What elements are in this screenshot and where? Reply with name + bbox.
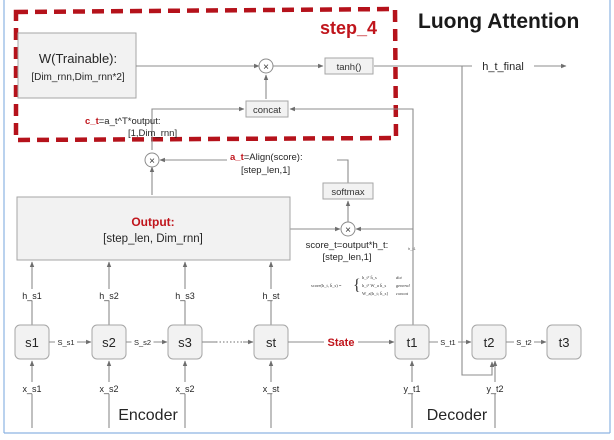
h-t-final-label: h_t_final [482, 61, 524, 73]
encoder-cell-label: s3 [178, 335, 192, 350]
encoder-output-box: Output: [step_len, Dim_rnn] [16, 196, 291, 261]
tanh-box: tanh() [324, 57, 374, 75]
score-shape: [step_len,1] [322, 252, 371, 263]
svg-text:softmax: softmax [331, 187, 365, 198]
encoder-label: Encoder [118, 407, 178, 424]
hidden-state-label: h_s3 [175, 291, 195, 301]
concat-box: concat [245, 100, 289, 118]
svg-text:×: × [345, 225, 351, 236]
weight-shape: [Dim_rnn,Dim_rnn*2] [31, 72, 125, 83]
svg-text:concat: concat [396, 291, 409, 296]
step-4-region [13, 6, 399, 143]
svg-text:general: general [396, 283, 410, 288]
svg-text:score(h_t, h̄_s) =: score(h_t, h̄_s) = [311, 283, 342, 289]
decoder-cell-label: t2 [484, 335, 495, 350]
outer-frame [3, 0, 611, 434]
svg-text:{: { [353, 277, 361, 294]
encoder-cell-label: s2 [102, 335, 116, 350]
output-shape: [step_len, Dim_rnn] [103, 233, 203, 245]
decoder-input-label: y_t1 [403, 384, 420, 394]
decoder-cell-label: t1 [407, 335, 418, 350]
score-formula: score_t=output*h_t: [306, 240, 389, 251]
encoder-cell-label: s1 [25, 335, 39, 350]
decoder-state-label: S_t2 [516, 338, 531, 347]
h-t1-label: h_t1 [408, 246, 417, 251]
svg-text:h_tᵀ W_a h̄_s: h_tᵀ W_a h̄_s [362, 283, 387, 288]
multiply-node-context: × [144, 152, 160, 168]
decoder-cell-t3 [546, 324, 582, 360]
context-vector-shape: [1,Dim_rnn] [128, 128, 177, 139]
hidden-state-label: h_st [262, 291, 280, 301]
hidden-state-label: h_s1 [22, 291, 42, 301]
decoder-label: Decoder [427, 407, 488, 424]
decoder-state-label: S_t1 [440, 338, 455, 347]
align-label: a_t=Align(score): [230, 152, 303, 163]
input-label: x_s2 [99, 384, 118, 394]
state-label: S_s2 [134, 338, 151, 347]
input-label: x_st [263, 384, 280, 394]
svg-text:tanh(): tanh() [337, 62, 362, 73]
diagram-title: Luong Attention [418, 10, 579, 33]
encoder-cell-label: st [266, 335, 277, 350]
score-function-equation: score(h_t, h̄_s) = { h_tᵀ h̄_s dot h_tᵀ … [311, 275, 410, 296]
svg-text:concat: concat [253, 105, 281, 116]
svg-text:h_tᵀ h̄_s: h_tᵀ h̄_s [362, 275, 377, 280]
decoder-input-label: y_t2 [486, 384, 503, 394]
input-label: x_s2 [175, 384, 194, 394]
weight-matrix-box: W(Trainable): [Dim_rnn,Dim_rnn*2] [17, 32, 137, 99]
input-label: x_s1 [22, 384, 41, 394]
svg-text:×: × [263, 62, 269, 73]
step4-connectors [136, 63, 567, 376]
align-shape: [step_len,1] [241, 165, 290, 176]
state-transfer-label: State [328, 337, 355, 349]
state-label: S_s1 [57, 338, 74, 347]
weight-title: W(Trainable): [39, 51, 117, 66]
context-vector-label: c_t=a_t^T*output: [85, 116, 161, 127]
decoder-cell-label: t3 [559, 335, 570, 350]
svg-text:W_a[h_t; h̄_s]: W_a[h_t; h̄_s] [362, 291, 388, 296]
svg-text:dot: dot [396, 275, 403, 280]
step-4-label: step_4 [320, 18, 377, 38]
softmax-box: softmax [322, 182, 374, 200]
multiply-node-final: × [258, 58, 274, 74]
multiply-node-score: × [340, 221, 356, 237]
output-title: Output: [131, 215, 174, 229]
svg-text:×: × [149, 156, 155, 167]
hidden-state-label: h_s2 [99, 291, 119, 301]
